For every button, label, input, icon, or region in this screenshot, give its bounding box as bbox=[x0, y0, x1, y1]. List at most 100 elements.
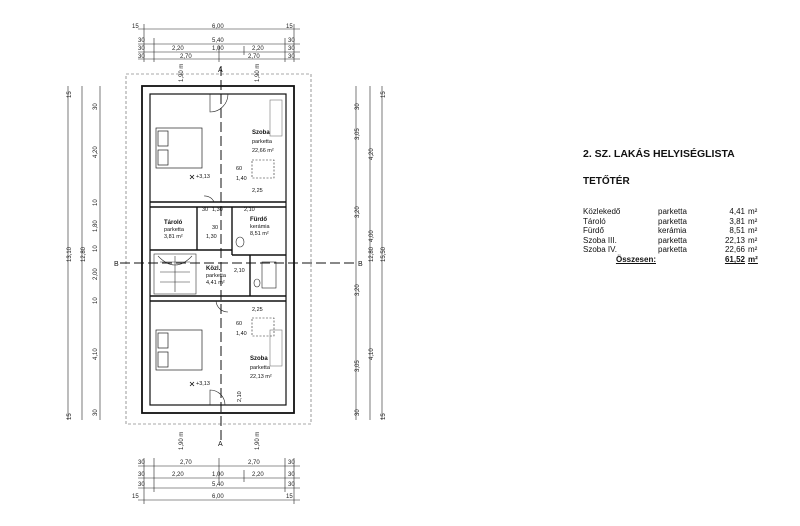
wardrobe bbox=[269, 329, 283, 367]
dim-text: 2,70 bbox=[248, 460, 260, 466]
dim-text: 1,30 bbox=[212, 207, 223, 213]
level-mark: +3,13 bbox=[196, 381, 210, 387]
room-area: 3,81 bbox=[729, 216, 745, 226]
doors bbox=[203, 93, 229, 406]
room-area: 22,13 m² bbox=[250, 374, 272, 380]
skylight bbox=[251, 159, 275, 179]
room-floor: kerámia bbox=[250, 224, 271, 230]
dim-text: 1,40 bbox=[236, 331, 247, 337]
dim-text: 5,40 bbox=[212, 482, 224, 488]
room-name: Közlekedő bbox=[583, 207, 621, 216]
room-floor: parketta bbox=[658, 235, 687, 245]
dim-text: 30 bbox=[138, 38, 145, 44]
dim-text: 30 bbox=[212, 225, 218, 231]
room-name: Fürdő bbox=[583, 226, 604, 236]
dim-text: 30 bbox=[202, 207, 208, 213]
dim-text: 15 bbox=[132, 24, 139, 30]
dim-text: 1,00 bbox=[212, 46, 224, 52]
room-name: Tároló bbox=[583, 216, 606, 226]
gutter-label: 1,90 m bbox=[255, 432, 261, 450]
dim-text: 60 bbox=[236, 166, 242, 172]
room-name: Közl. bbox=[206, 266, 221, 272]
room-list-subtitle: TETŐTÉR bbox=[583, 176, 630, 187]
room-unit: m² bbox=[748, 235, 758, 245]
dim-text: 30 bbox=[138, 46, 145, 52]
gutter-label: 1,90 m bbox=[179, 64, 185, 82]
dim-text: 30 bbox=[355, 409, 361, 416]
top-dimensions bbox=[138, 24, 300, 62]
room-floor: parketta bbox=[252, 139, 273, 145]
room-name: Szoba bbox=[250, 356, 268, 362]
total-row: Összesen: 61,52 m² bbox=[583, 255, 783, 265]
dim-text: 12,80 bbox=[369, 246, 375, 262]
room-floor: parketta bbox=[658, 207, 687, 216]
dim-text: 2,20 bbox=[172, 472, 184, 478]
section-label: A bbox=[218, 441, 223, 448]
dim-text: 1,40 bbox=[236, 176, 247, 182]
left-dimensions bbox=[67, 86, 101, 420]
bath-fixtures bbox=[235, 236, 277, 289]
dim-text: 5,40 bbox=[212, 38, 224, 44]
dim-text: 15 bbox=[286, 24, 293, 30]
skylight bbox=[251, 317, 275, 337]
bed-bottom bbox=[155, 329, 203, 371]
room-floor: parketta bbox=[206, 273, 227, 279]
dim-text: 2,10 bbox=[244, 207, 255, 213]
room-row: Közlekedő parketta 4,41 m² bbox=[583, 207, 783, 217]
dim-text: 30 bbox=[138, 460, 145, 466]
dim-text: 15 bbox=[381, 91, 387, 98]
room-floor: parketta bbox=[658, 216, 687, 226]
room-row: Fürdő kerámia 8,51 m² bbox=[583, 226, 783, 236]
dim-text: 2,10 bbox=[237, 391, 243, 402]
dim-text: 2,25 bbox=[252, 188, 263, 194]
dim-text: 3,05 bbox=[355, 360, 361, 372]
room-list-title: 2. SZ. LAKÁS HELYISÉGLISTA bbox=[583, 148, 735, 160]
dim-text: 2,20 bbox=[252, 46, 264, 52]
room-row: Szoba IV. parketta 22,66 m² bbox=[583, 245, 783, 255]
dim-text: 6,00 bbox=[212, 24, 224, 30]
total-label: Összesen: bbox=[615, 254, 656, 264]
dim-text: 30 bbox=[138, 54, 145, 60]
dim-text: 30 bbox=[288, 54, 295, 60]
dim-text: 30 bbox=[288, 460, 295, 466]
room-floor: parketta bbox=[658, 245, 687, 255]
room-unit: m² bbox=[748, 226, 758, 236]
level-marker-icon bbox=[189, 174, 195, 180]
section-label: B bbox=[114, 261, 119, 268]
bottom-dimensions bbox=[138, 458, 300, 504]
dim-text: 15 bbox=[132, 494, 139, 500]
section-label: A bbox=[218, 67, 223, 74]
dim-text: 4,20 bbox=[93, 146, 99, 158]
gutter-label: 1,90 m bbox=[179, 432, 185, 450]
dim-text: 15 bbox=[286, 494, 293, 500]
dim-text: 2,00 bbox=[93, 268, 99, 280]
dim-text: 30 bbox=[93, 103, 99, 110]
room-floor: parketta bbox=[164, 227, 185, 233]
dim-text: 30 bbox=[93, 409, 99, 416]
dim-text: 1,30 bbox=[206, 234, 217, 240]
dim-text: 2,25 bbox=[252, 307, 263, 313]
dim-text: 4,20 bbox=[369, 148, 375, 160]
dim-text: 12,80 bbox=[81, 246, 87, 262]
dim-text: 30 bbox=[355, 103, 361, 110]
room-floor: parketta bbox=[250, 365, 271, 371]
room-unit: m² bbox=[748, 216, 758, 226]
dim-text: 30 bbox=[288, 46, 295, 52]
level-mark: +3,13 bbox=[196, 174, 210, 180]
section-label: B bbox=[358, 261, 363, 268]
dim-text: 15 bbox=[381, 413, 387, 420]
room-unit: m² bbox=[748, 245, 758, 255]
dim-text: 15,50 bbox=[381, 246, 387, 262]
dim-text: 60 bbox=[236, 321, 242, 327]
room-name: Szoba bbox=[252, 130, 270, 136]
room-row: Szoba III. parketta 22,13 m² bbox=[583, 236, 783, 246]
dim-text: 4,10 bbox=[369, 348, 375, 360]
dim-text: 30 bbox=[288, 472, 295, 478]
level-marker-icon bbox=[189, 381, 195, 387]
dim-text: 2,70 bbox=[180, 460, 192, 466]
dim-text: 1,80 bbox=[93, 220, 99, 232]
dim-text: 1,00 bbox=[212, 472, 224, 478]
room-area: 4,41 bbox=[729, 207, 745, 216]
room-unit: m² bbox=[748, 207, 758, 216]
wardrobe bbox=[269, 99, 283, 137]
